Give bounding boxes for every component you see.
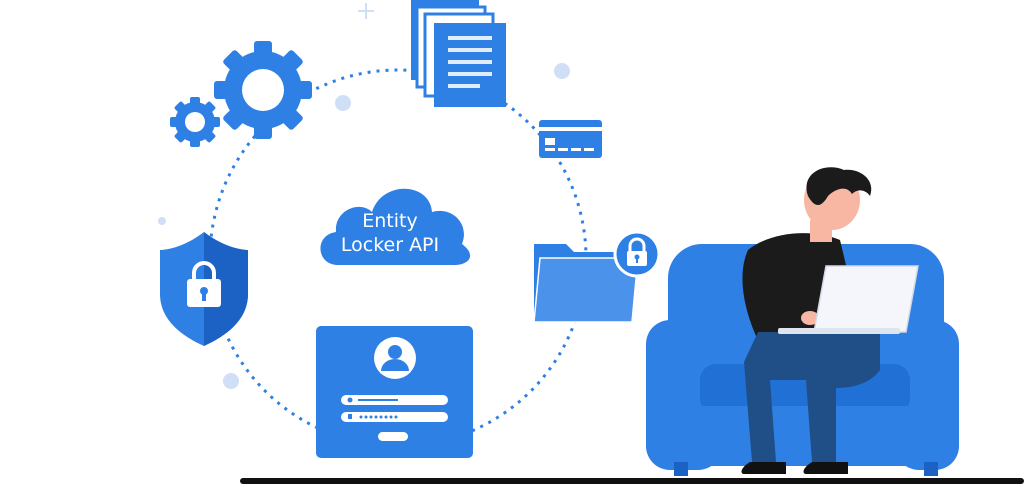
decorative-sparkles bbox=[158, 3, 570, 389]
floor-line bbox=[240, 478, 1024, 484]
padlock-icon bbox=[613, 230, 661, 278]
login-form-icon bbox=[316, 326, 473, 458]
gear-small-icon bbox=[170, 97, 220, 147]
submit-pill-shape bbox=[378, 432, 408, 441]
shield-lock-icon bbox=[160, 232, 248, 346]
cloud-badge-title: Entity bbox=[362, 210, 417, 232]
gear-large-icon bbox=[214, 41, 312, 139]
credit-card-icon bbox=[539, 120, 602, 158]
folder-icon bbox=[533, 244, 639, 323]
laptop-icon bbox=[778, 265, 919, 334]
cloud-badge: Entity Locker API bbox=[320, 188, 471, 266]
document-stack-icon bbox=[411, 0, 506, 107]
cloud-badge-subtitle: Locker API bbox=[341, 234, 439, 256]
user-avatar-icon bbox=[374, 337, 416, 379]
